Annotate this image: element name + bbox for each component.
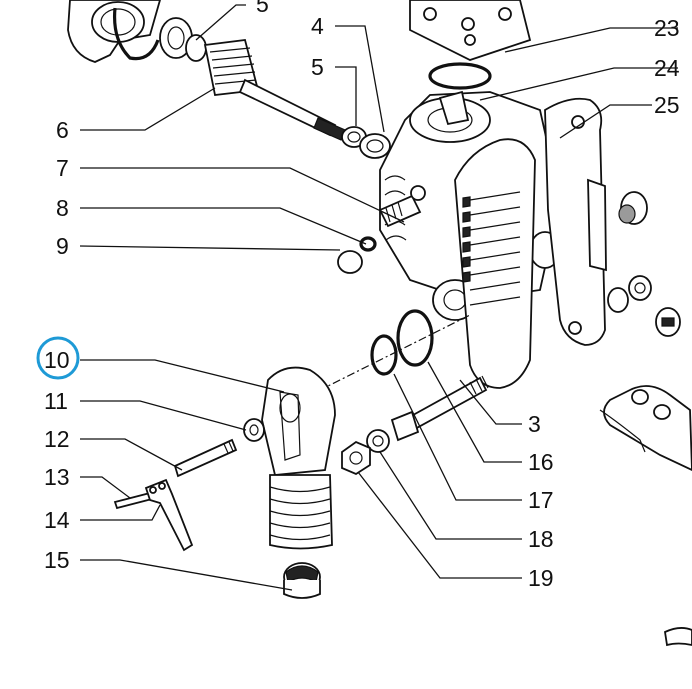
callout-16[interactable]: 16 [528, 449, 554, 475]
elbow-10 [261, 366, 336, 550]
finned-cover [454, 138, 536, 389]
callout-19[interactable]: 19 [528, 565, 554, 591]
washers-4-5 [341, 126, 391, 159]
callout-4[interactable]: 4 [311, 13, 324, 39]
o-ring-16 [396, 309, 434, 367]
callout-5a[interactable]: 5 [256, 0, 269, 17]
pin-assembly [113, 418, 265, 552]
callout-8[interactable]: 8 [56, 195, 69, 221]
callout-13[interactable]: 13 [44, 464, 70, 490]
callout-11[interactable]: 11 [44, 388, 68, 414]
shaft-bushing [159, 17, 207, 62]
callout-7[interactable]: 7 [56, 155, 69, 181]
callout-18[interactable]: 18 [528, 526, 554, 552]
bracket-25 [544, 97, 607, 346]
callout-15[interactable]: 15 [44, 547, 70, 573]
callout-23[interactable]: 23 [654, 15, 680, 41]
stud-washer-nut [341, 375, 489, 476]
callout-25[interactable]: 25 [654, 92, 680, 118]
shaft-bellows [203, 39, 346, 141]
o-ring-17 [370, 334, 398, 376]
callout-24[interactable]: 24 [654, 55, 680, 81]
pump-housing-top-left [67, 0, 161, 63]
o-ring-24 [428, 62, 492, 90]
callout-3[interactable]: 3 [528, 411, 541, 437]
selected-callout-highlight [36, 336, 80, 380]
callout-6[interactable]: 6 [56, 117, 69, 143]
callout-10[interactable]: 10 [44, 347, 70, 373]
valve-plate-top [409, 0, 532, 61]
leader-lines [79, 4, 678, 591]
right-fittings [599, 191, 692, 647]
callout-9[interactable]: 9 [56, 233, 69, 259]
callout-5[interactable]: 5 [311, 54, 324, 80]
callout-14[interactable]: 14 [44, 507, 70, 533]
callout-labels: 5 4 5 6 7 8 9 10 11 12 13 14 15 23 24 25… [44, 0, 680, 591]
callout-17[interactable]: 17 [528, 487, 554, 513]
strainer-15 [283, 562, 321, 599]
callout-12[interactable]: 12 [44, 426, 70, 452]
